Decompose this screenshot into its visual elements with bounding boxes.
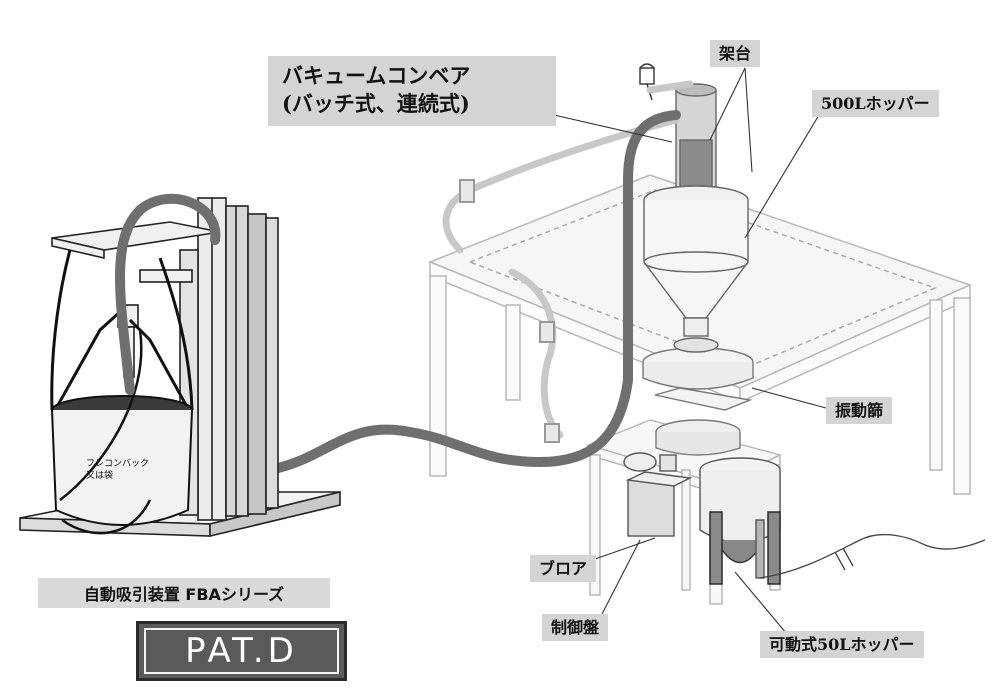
vacuum-conveyor-label: バキュームコンベア (バッチ式、連続式)	[268, 56, 556, 126]
bag-label-line2: 又は袋	[86, 471, 114, 482]
power-cable	[759, 533, 986, 579]
bag-label: フレコンバック 又は袋	[86, 458, 176, 482]
bag-label-line1: フレコンバック	[86, 459, 150, 469]
vacuum-conveyor-subtitle: (バッチ式、連続式)	[282, 91, 470, 117]
patent-badge: PAT.D	[136, 621, 347, 681]
fba-unit	[19, 193, 341, 538]
vacuum-conveyor-title: バキュームコンベア	[282, 63, 471, 88]
main-suction-hose	[273, 110, 681, 473]
mobile-hopper-label: 可動式50Lホッパー	[760, 631, 924, 659]
blower-label: ブロア	[530, 555, 597, 583]
blower-unit	[623, 452, 693, 537]
series-title: 自動吸引装置 FBAシリーズ	[38, 578, 330, 608]
hopper-500L	[639, 63, 749, 353]
mobile-hopper	[699, 457, 781, 585]
hopper-500l-label: 500Lホッパー	[812, 90, 939, 118]
vibrating-sieve-label: 振動篩	[826, 397, 893, 425]
pipe-clamps	[459, 179, 560, 443]
frame-label: 架台	[710, 40, 761, 68]
suction-pipes	[442, 80, 694, 439]
vibrating-sieve	[642, 347, 754, 456]
patent-text: PAT.D	[144, 628, 339, 674]
control-panel-label: 制御盤	[542, 614, 609, 642]
